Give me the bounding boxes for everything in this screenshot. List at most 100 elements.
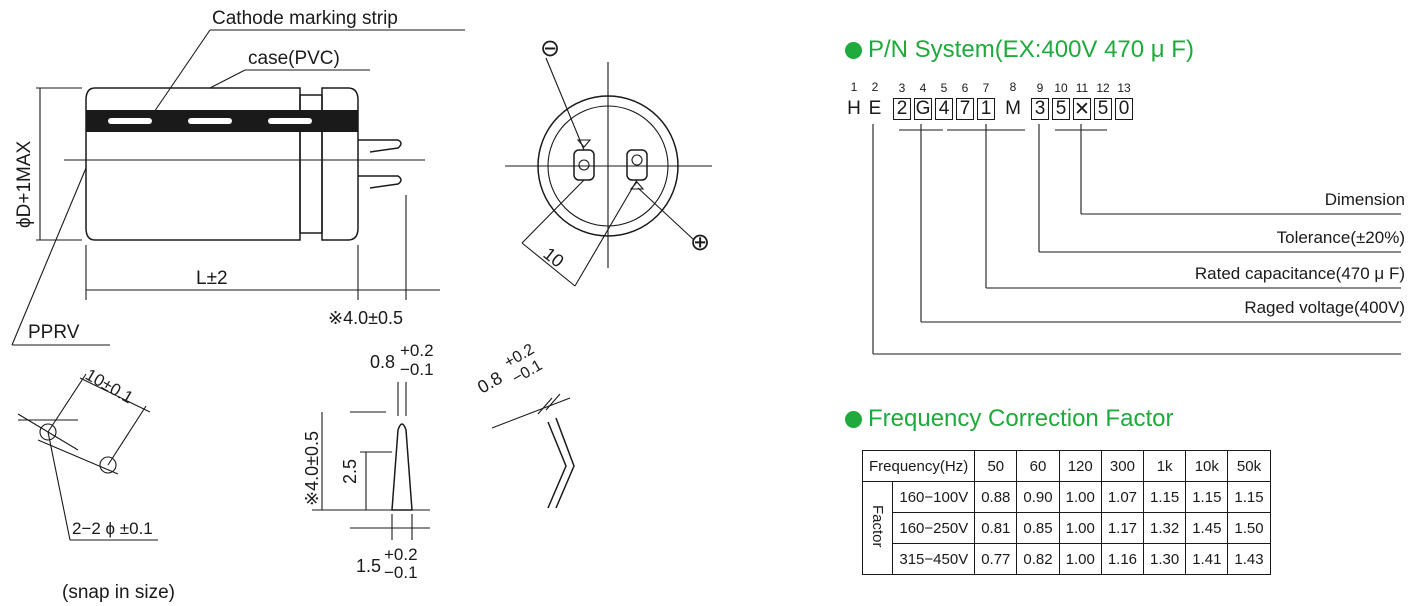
pn-code-index: 10 bbox=[1054, 81, 1068, 95]
frequency-header-cell: 120 bbox=[1058, 450, 1102, 482]
pn-code-char: G bbox=[915, 98, 931, 119]
frequency-header-cell: 10k bbox=[1185, 450, 1229, 482]
factor-side-cell: Factor bbox=[861, 481, 894, 575]
pprv-label: PPRV bbox=[28, 322, 80, 343]
pn-code-index: 6 bbox=[961, 81, 969, 95]
factor-value-cell: 1.07 bbox=[1100, 481, 1145, 513]
cathode-strip-label: Cathode marking strip bbox=[212, 8, 398, 29]
pn-leader-lines bbox=[872, 124, 1401, 355]
factor-value-cell: 1.41 bbox=[1185, 543, 1229, 575]
diameter-label: ϕD+1MAX bbox=[14, 140, 35, 228]
pn-code-index: 12 bbox=[1096, 81, 1110, 95]
pin-width-top-tol-minus: −0.1 bbox=[400, 360, 434, 379]
pn-code-index: 8 bbox=[1009, 80, 1017, 94]
pin-base-tol-minus: −0.1 bbox=[384, 563, 418, 582]
pn-code-char: H bbox=[847, 98, 861, 119]
length-label: L±2 bbox=[196, 268, 228, 289]
capacitor-drawing: Cathode marking strip case(PVC) ϕD+1MAX … bbox=[11, 8, 712, 603]
pn-code-char: 5 bbox=[1097, 98, 1109, 119]
pn-code-char: 2 bbox=[896, 98, 908, 119]
pn-code-index: 9 bbox=[1036, 81, 1044, 95]
frequency-header-cell: 50k bbox=[1227, 450, 1271, 482]
pn-code-char: 3 bbox=[1034, 98, 1046, 119]
frequency-header-cell: 300 bbox=[1100, 450, 1145, 482]
capacitor-side-view bbox=[11, 29, 465, 346]
factor-value-cell: 1.30 bbox=[1143, 543, 1187, 575]
case-label: case(PVC) bbox=[248, 48, 340, 69]
voltage-range-cell: 160−250V bbox=[892, 512, 976, 544]
factor-value-cell: 1.15 bbox=[1143, 481, 1187, 513]
pn-code-char: 5 bbox=[1055, 98, 1067, 119]
pin-inner-label: 2.5 bbox=[340, 459, 360, 484]
factor-label: Factor bbox=[869, 504, 887, 548]
pin-width-top-label: 0.8 bbox=[370, 352, 395, 372]
pin-base-tol-plus: +0.2 bbox=[384, 545, 418, 564]
factor-value-cell: 0.88 bbox=[974, 481, 1018, 513]
factor-value-cell: 1.50 bbox=[1227, 512, 1271, 544]
dimension-label: Dimension bbox=[1324, 190, 1405, 209]
pn-code-index: 7 bbox=[982, 81, 990, 95]
pcb-hole-pattern bbox=[17, 373, 158, 541]
factor-value-cell: 0.85 bbox=[1016, 512, 1060, 544]
pn-code-index: 3 bbox=[898, 81, 906, 95]
pn-code-char: M bbox=[1005, 98, 1021, 119]
factor-value-cell: 1.45 bbox=[1185, 512, 1229, 544]
plus-icon: ⊕ bbox=[690, 229, 710, 256]
factor-value-cell: 1.17 bbox=[1100, 512, 1145, 544]
minus-icon: ⊖ bbox=[540, 35, 560, 62]
pn-code-char: 1 bbox=[980, 98, 992, 119]
bent-pin-detail bbox=[491, 393, 575, 509]
frequency-header-cell: 1k bbox=[1143, 450, 1187, 482]
hole-spacing-label: 10±0.1 bbox=[82, 365, 136, 407]
bullet-dot-icon bbox=[845, 410, 862, 428]
tolerance-label: Tolerance(±20%) bbox=[1276, 228, 1405, 247]
snap-in-size-label: (snap in size) bbox=[62, 582, 175, 603]
capacitor-bottom-view bbox=[505, 57, 712, 287]
factor-value-cell: 1.00 bbox=[1058, 543, 1102, 575]
pin-base-label: 1.5 bbox=[356, 556, 381, 576]
pn-system-title: P/N System(EX:400V 470 μ F) bbox=[845, 36, 1194, 64]
pn-code-cell: 11 ✕ bbox=[1073, 81, 1091, 120]
pn-code-index: 2 bbox=[871, 80, 879, 94]
frequency-title: Frequency Correction Factor bbox=[845, 405, 1173, 433]
frequency-header-label: Frequency(Hz) bbox=[861, 450, 976, 482]
bullet-dot-icon bbox=[845, 41, 862, 59]
pn-code-index: 11 bbox=[1075, 81, 1089, 95]
factor-value-cell: 1.15 bbox=[1185, 481, 1229, 513]
pn-code-char: ✕ bbox=[1074, 98, 1090, 120]
factor-value-cell: 1.16 bbox=[1100, 543, 1145, 575]
factor-value-cell: 0.77 bbox=[974, 543, 1018, 575]
capacitance-label: Rated capacitance(470 μ F) bbox=[1194, 264, 1405, 283]
pin-width-top-tol-plus: +0.2 bbox=[400, 341, 434, 360]
factor-value-cell: 1.00 bbox=[1058, 481, 1102, 513]
factor-value-cell: 0.81 bbox=[974, 512, 1018, 544]
pn-code-char: 4 bbox=[938, 98, 950, 119]
pn-code-index: 5 bbox=[940, 81, 948, 95]
bent-width-label: 0.8 bbox=[474, 368, 506, 398]
pn-code-char: 7 bbox=[959, 98, 971, 119]
pn-code-index: 1 bbox=[850, 80, 858, 94]
factor-value-cell: 1.15 bbox=[1227, 481, 1271, 513]
voltage-range-cell: 315−450V bbox=[892, 543, 976, 575]
pin-detail bbox=[312, 382, 430, 540]
pn-code-index: 4 bbox=[919, 81, 927, 95]
factor-value-cell: 1.00 bbox=[1058, 512, 1102, 544]
factor-value-cell: 0.82 bbox=[1016, 543, 1060, 575]
voltage-label: Raged voltage(400V) bbox=[1244, 298, 1405, 317]
pin-height-label: ※4.0±0.5 bbox=[302, 431, 322, 506]
voltage-range-cell: 160−100V bbox=[892, 481, 976, 513]
